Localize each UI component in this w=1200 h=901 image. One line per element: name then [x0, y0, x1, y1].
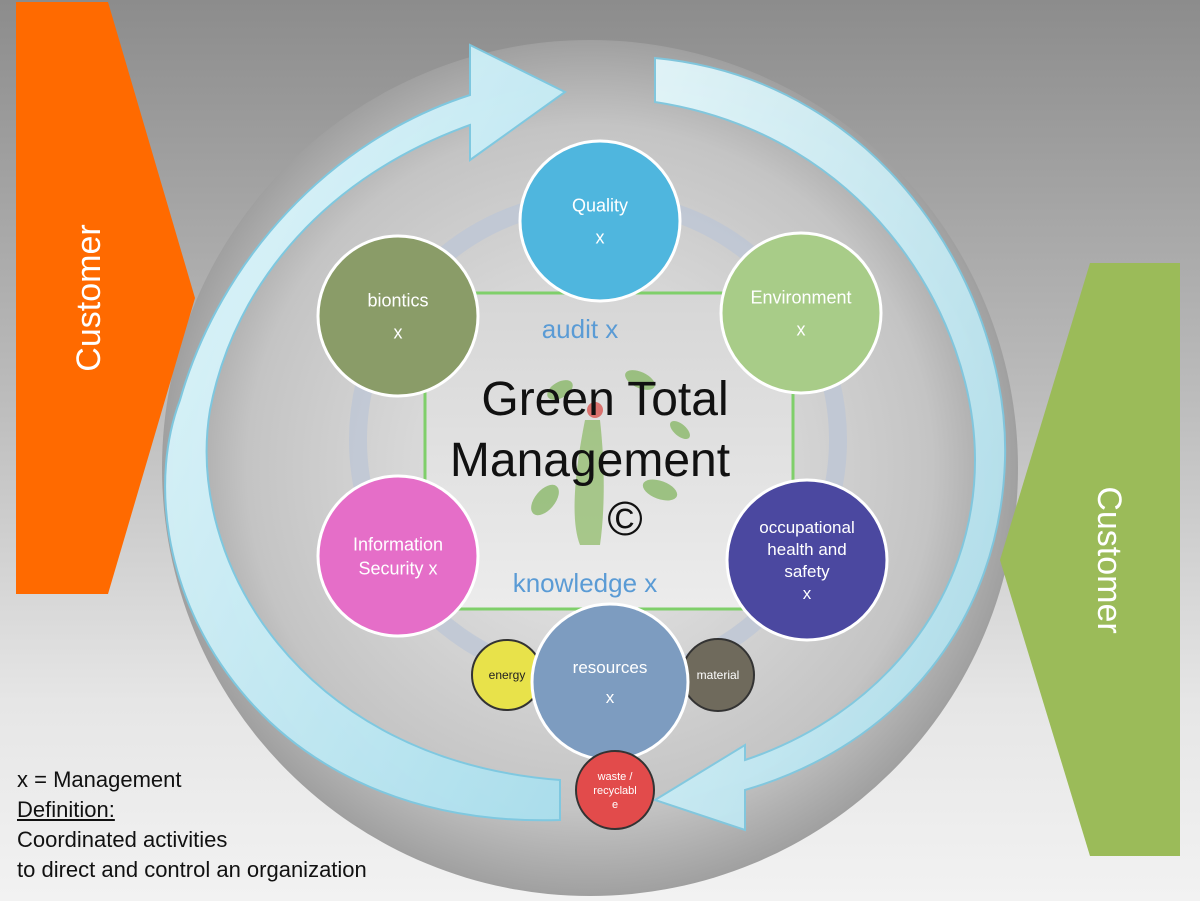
circle-quality-label-0: Quality — [572, 195, 628, 215]
circle-resources-label-0: resources — [573, 658, 648, 677]
circle-bionics-label-1: x — [394, 322, 403, 342]
legend-line-4: to direct and control an organization — [17, 857, 367, 882]
circle-ohs-label-2: safety — [784, 562, 830, 581]
customer-left-label: Customer — [70, 224, 108, 371]
legend: x = Management Definition: Coordinated a… — [17, 765, 367, 885]
circle-material: material — [681, 638, 755, 712]
circle-quality-label-1: x — [596, 227, 605, 247]
circle-environment: Environment x — [719, 231, 883, 395]
center-top-label: audit x — [542, 314, 619, 344]
circle-ohs-label-3: x — [803, 584, 812, 603]
circle-ohs-label-0: occupational — [759, 518, 854, 537]
circle-bionics-shape — [316, 234, 480, 398]
circle-energy-label-0: energy — [489, 668, 526, 682]
circle-environment-label-0: Environment — [750, 287, 851, 307]
circle-quality: Quality x — [518, 139, 682, 303]
customer-right-label: Customer — [1090, 486, 1128, 633]
circle-environment-shape — [719, 231, 883, 395]
center-bottom-label: knowledge x — [513, 568, 658, 598]
circle-infosec-label-0: Information — [353, 534, 443, 554]
circle-material-label-0: material — [697, 668, 740, 682]
legend-line-3: Coordinated activities — [17, 827, 228, 852]
circle-ohs: occupational health and safety x — [725, 478, 889, 642]
legend-line-2: Definition: — [17, 797, 115, 822]
circle-waste-shape — [575, 750, 655, 830]
circle-infosec-label-1: Security x — [358, 558, 437, 578]
title-line-3: © — [607, 493, 642, 546]
circle-ohs-shape — [725, 478, 889, 642]
circle-waste: waste / recyclabl e — [575, 750, 655, 830]
circle-quality-shape — [518, 139, 682, 303]
circle-waste-label-2: e — [612, 799, 618, 811]
customer-left-arrow — [16, 2, 195, 594]
circle-ohs-label-1: health and — [767, 540, 846, 559]
circle-waste-label-1: recyclabl — [593, 785, 636, 797]
title-line-1: Green Total — [481, 373, 728, 426]
circle-waste-label-0: waste / — [597, 771, 634, 783]
circle-infosec-shape — [316, 474, 480, 638]
circle-environment-label-1: x — [797, 319, 806, 339]
title-line-2: Management — [450, 434, 730, 487]
green-figure-icon — [531, 370, 690, 545]
circle-resources: resources x — [530, 602, 690, 762]
circle-bionics-label-0: biontics — [367, 290, 428, 310]
legend-line-1: x = Management — [17, 767, 182, 792]
cycle-arrow-right — [652, 56, 1007, 832]
cycle-arrow-left — [164, 43, 567, 822]
circle-bionics: biontics x — [316, 234, 480, 398]
circle-resources-label-1: x — [606, 688, 615, 707]
customer-right-arrow — [1000, 263, 1180, 856]
circle-resources-shape — [530, 602, 690, 762]
